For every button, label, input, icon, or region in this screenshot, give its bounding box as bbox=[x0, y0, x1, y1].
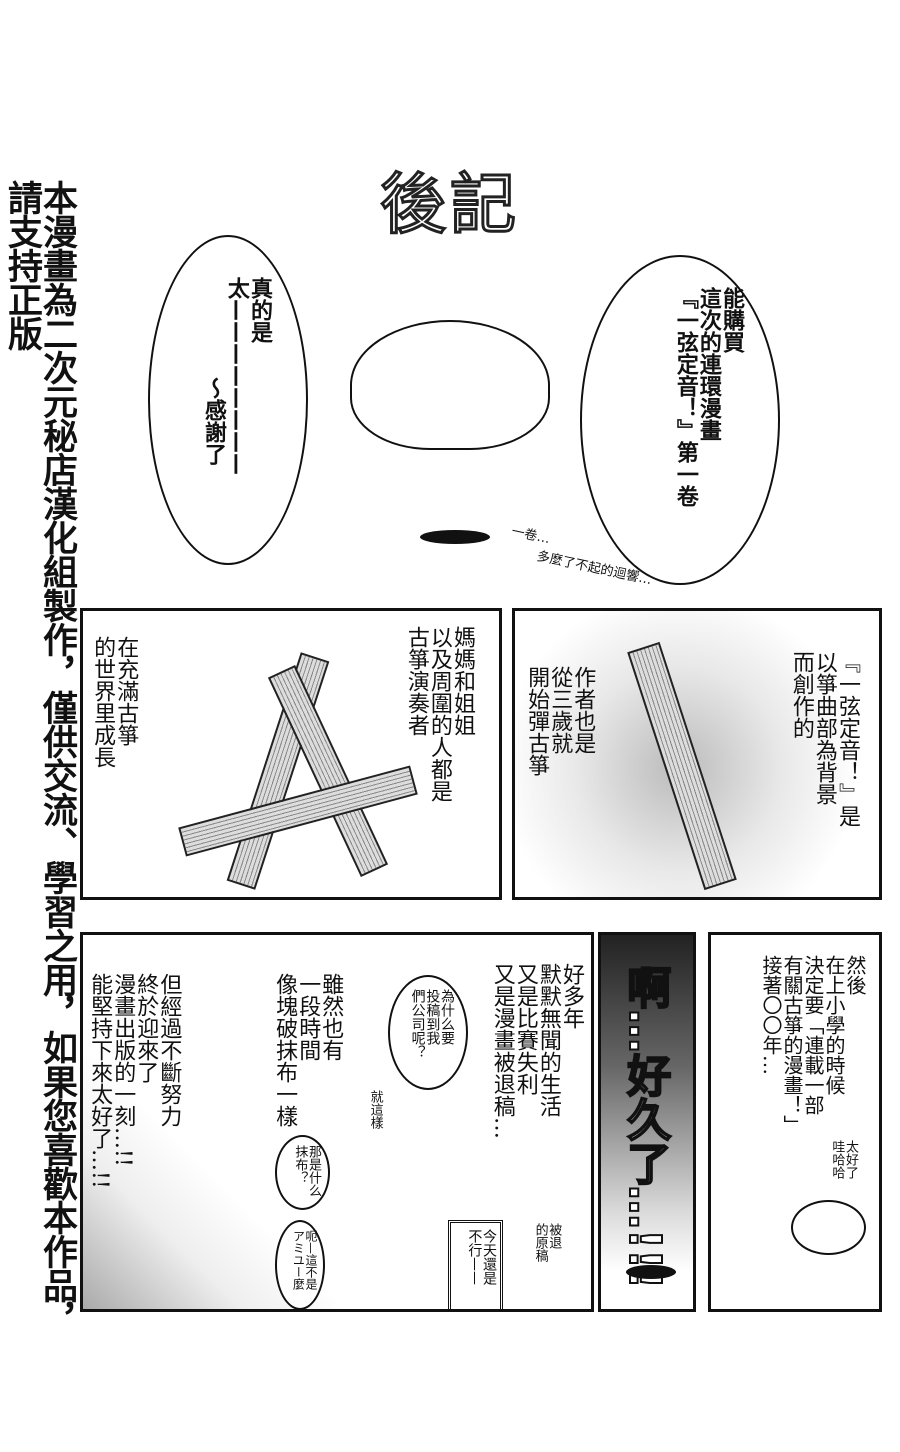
line: 默默無聞的生活 bbox=[535, 963, 561, 1117]
line: 的原稿 bbox=[532, 1223, 548, 1262]
panel-text: 在充滿古箏 的世界里成長 bbox=[90, 636, 139, 768]
line: 在上小學的時候 bbox=[822, 955, 846, 1095]
bubble-text: 真的是 太———————— ～感謝了 bbox=[200, 277, 272, 527]
panel-family-guzheng: 媽媽和姐姐 以及周圍的人都是 古箏演奏者 在充滿古箏 的世界里成長 bbox=[80, 608, 502, 900]
line: 雖然也有 bbox=[318, 973, 344, 1061]
bubble-text: 呃—這不是 アミユー麼 bbox=[291, 1230, 318, 1290]
line: 從三歲就 bbox=[547, 666, 573, 754]
line: 接著〇〇年… bbox=[759, 955, 783, 1075]
line: 為什么要 bbox=[439, 989, 455, 1045]
speech-bubble-thanks-purchase: 能購買 這次的連環漫畫 『一弦定音！』第一卷 bbox=[580, 255, 780, 585]
panel-text: 媽媽和姐姐 以及周圍的人都是 古箏演奏者 bbox=[403, 626, 475, 802]
sfx-text: 太好了 哇哈哈 bbox=[829, 1140, 858, 1179]
line: 那是什么 bbox=[306, 1145, 321, 1197]
line: 今天還是 bbox=[481, 1229, 497, 1285]
line: 以箏曲部為背景 bbox=[811, 651, 837, 805]
speech-bubble-rag: 那是什么 抹布？ bbox=[275, 1135, 330, 1210]
line: 哇哈哈 bbox=[829, 1140, 845, 1179]
line: 們公司呢？ bbox=[409, 989, 426, 1059]
line: 能堅持下來太好了…!! bbox=[87, 973, 113, 1189]
rejected-label: 被退 的原稿 bbox=[532, 1223, 562, 1262]
line: 『一弦定音！』是 bbox=[835, 651, 860, 827]
bubble-text: 為什么要 投稿到我 們公司呢？ bbox=[409, 989, 455, 1059]
panel-school-decision: 然後 在上小學的時候 決定要「連載一部 有關古箏的漫畫！」 接著〇〇年… 太好了… bbox=[708, 932, 882, 1312]
line: 以及周圍的人都是 bbox=[426, 626, 452, 802]
line: 的世界里成長 bbox=[90, 636, 116, 768]
line: 然後 bbox=[843, 955, 867, 995]
line: 真的是 bbox=[247, 277, 272, 343]
sign-text: 今天還是 不行—— bbox=[466, 1229, 497, 1285]
scanlation-notice: 本漫畫為二次元秘店漢化組製作，僅供交流、學習之用，如果您喜歡本作品，請支持正版 bbox=[2, 180, 77, 1336]
line: 能購買 bbox=[719, 287, 744, 353]
dog-shadow bbox=[420, 530, 490, 544]
line: 漫畫出版的一刻…!! bbox=[110, 973, 136, 1167]
sfx-text: 就這樣 bbox=[367, 1090, 383, 1129]
panel-text: 但經過不斷努力 終於迎來了 漫畫出版的一刻…!! 能堅持下來太好了…!! bbox=[87, 973, 182, 1189]
panel-so-long: 啊…好久了…!!! bbox=[598, 932, 696, 1312]
guzheng-illustration bbox=[178, 765, 418, 857]
line: 又是漫畫被退稿… bbox=[489, 963, 515, 1139]
line: 抹布？ bbox=[292, 1145, 308, 1184]
page-title: 後記 bbox=[379, 166, 520, 243]
guzheng-illustration bbox=[627, 641, 737, 891]
panel-text: 雖然也有 一段時間 像塊破抹布一樣 bbox=[272, 973, 344, 1127]
panel-text: 『一弦定音！』是 以箏曲部為背景 而創作的 bbox=[788, 651, 860, 827]
line: 古箏演奏者 bbox=[403, 626, 429, 736]
line: 又是比賽失利 bbox=[512, 963, 538, 1095]
line: 太———————— bbox=[223, 277, 249, 475]
panel-struggle-years: 好多年 默默無聞的生活 又是比賽失利 又是漫畫被退稿… 為什么要 投稿到我 們公… bbox=[80, 932, 594, 1312]
panel-text: 作者也是 從三歲就 開始彈古箏 bbox=[524, 666, 596, 776]
bubble-text: 那是什么 抹布？ bbox=[292, 1145, 321, 1197]
line: 被退 bbox=[546, 1223, 562, 1249]
line: 有關古箏的漫畫！」 bbox=[780, 955, 804, 1135]
line: 像塊破抹布一樣 bbox=[272, 973, 298, 1127]
line: ～感謝了 bbox=[200, 377, 226, 465]
line: 一段時間 bbox=[295, 973, 321, 1061]
line: アミユー麼 bbox=[291, 1230, 306, 1290]
line: 好多年 bbox=[559, 963, 584, 1029]
bubble-text: 能購買 這次的連環漫畫 『一弦定音！』第一卷 bbox=[672, 287, 744, 507]
line: 媽媽和姐姐 bbox=[450, 626, 475, 736]
panel-author-background: 『一弦定音！』是 以箏曲部為背景 而創作的 作者也是 從三歲就 開始彈古箏 bbox=[512, 608, 882, 900]
line: 太好了 bbox=[843, 1140, 858, 1179]
speech-bubble-amiyu: 呃—這不是 アミユー麼 bbox=[275, 1220, 325, 1309]
line: 但經過不斷努力 bbox=[156, 973, 182, 1127]
sign-board: 今天還是 不行—— bbox=[448, 1220, 503, 1309]
flattened-dog-illustration bbox=[626, 1265, 676, 1279]
crying-dog-illustration bbox=[350, 320, 550, 450]
sfx-text: 啊…好久了…!!! bbox=[618, 964, 671, 1290]
happy-dog-illustration bbox=[791, 1200, 866, 1255]
line: 在充滿古箏 bbox=[113, 636, 139, 746]
panel-text: 好多年 默默無聞的生活 又是比賽失利 又是漫畫被退稿… bbox=[489, 963, 584, 1139]
line: 終於迎來了 bbox=[133, 973, 159, 1083]
line: 呃—這不是 bbox=[304, 1230, 318, 1290]
line: 投稿到我 bbox=[424, 989, 441, 1045]
speech-bubble-why: 為什么要 投稿到我 們公司呢？ bbox=[388, 975, 468, 1090]
line: 而創作的 bbox=[788, 651, 814, 739]
line: 這次的連環漫畫 bbox=[695, 287, 721, 441]
line: 開始彈古箏 bbox=[524, 666, 550, 776]
speech-bubble-thank-you: 真的是 太———————— ～感謝了 bbox=[148, 235, 308, 565]
line: 作者也是 bbox=[570, 666, 596, 754]
line: 不行—— bbox=[466, 1229, 483, 1285]
panel-text: 然後 在上小學的時候 決定要「連載一部 有關古箏的漫畫！」 接著〇〇年… bbox=[759, 955, 867, 1135]
line: 決定要「連載一部 bbox=[801, 955, 825, 1115]
line: 『一弦定音！』第一卷 bbox=[672, 287, 698, 507]
